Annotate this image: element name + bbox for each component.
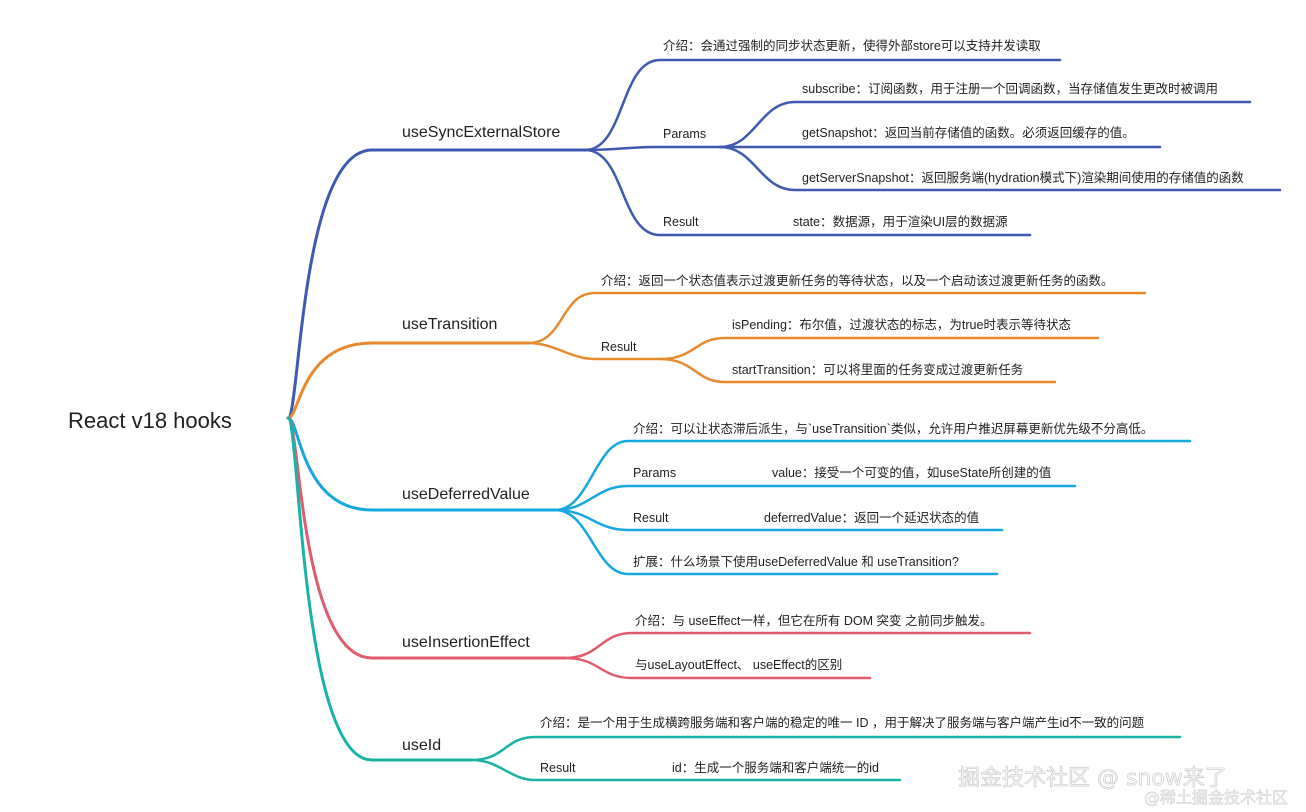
connector-sync-intro [583,58,1062,152]
connector-id-result [470,758,902,782]
deferred-param-value: value：接受一个可变的值，如useState所创建的值 [772,465,1051,480]
sync-result-state: state：数据源，用于渲染UI层的数据源 [793,214,1008,229]
sync-param-getServerSnapshot: getServerSnapshot：返回服务端(hydration模式下)渲染期… [802,170,1244,185]
root-node: React v18 hooks [68,408,232,433]
connector-transition-result [526,341,662,361]
transition-intro: 介绍：返回一个状态值表示过渡更新任务的等待状态，以及一个启动该过渡更新任务的函数… [601,273,1114,288]
id-result-value: id：生成一个服务端和客户端统一的id [672,760,879,775]
connector-result-startTransition [658,357,1057,384]
connector-deferred-extra [553,508,999,576]
sync-result-label: Result [663,215,699,229]
branch-useSyncExternalStore: useSyncExternalStore [402,124,560,141]
connector-deferred-params [553,484,1077,512]
connector-useInsertionEffect [286,416,567,660]
transition-result-isPending: isPending：布尔值，过渡状态的标志，为true时表示等待状态 [732,317,1071,332]
insertion-note: 与useLayoutEffect、 useEffect的区别 [635,657,842,672]
deferred-extra: 扩展：什么场景下使用useDeferredValue 和 useTransiti… [633,554,959,569]
watermark-shadow: @稀土掘金技术社区 [1144,788,1288,807]
connector-id-intro [470,735,1182,762]
transition-result-label: Result [601,340,637,354]
connector-sync-params [583,145,722,152]
transition-result-startTransition: startTransition：可以将里面的任务变成过渡更新任务 [732,362,1023,377]
insertion-intro: 介绍：与 useEffect一样，但它在所有 DOM 突变 之前同步触发。 [635,613,992,628]
connector-params-getServerSnapshot [718,145,1282,192]
connector-result-isPending [658,336,1100,361]
connector-deferred-result [553,508,1004,532]
connector-transition-intro [526,291,1147,345]
sync-param-subscribe: subscribe：订阅函数，用于注册一个回调函数，当存储值发生更改时被调用 [802,81,1218,96]
deferred-params-label: Params [633,466,676,480]
connector-insertion-intro [563,631,1032,660]
sync-param-getSnapshot: getSnapshot：返回当前存储值的函数。必须返回缓存的值。 [802,125,1135,140]
id-intro: 介绍：是一个用于生成横跨服务端和客户端的稳定的唯一 ID ，用于解决了服务端与客… [540,715,1145,730]
id-result-label: Result [540,761,576,775]
connector-useDeferredValue [286,416,557,512]
deferred-intro: 介绍：可以让状态滞后派生，与`useTransition`类似，允许用户推迟屏幕… [633,421,1153,436]
connector-sync-result [583,148,1032,237]
sync-intro: 介绍：会通过强制的同步状态更新，使得外部store可以支持并发读取 [663,38,1041,53]
branch-useId: useId [402,737,441,754]
connector-deferred-intro [553,439,1192,512]
connector-insertion-note [563,656,872,680]
branch-useInsertionEffect: useInsertionEffect [402,634,530,651]
deferred-result-label: Result [633,511,669,525]
connector-useId [286,416,474,762]
sync-params-label: Params [663,127,706,141]
connector-params-subscribe [718,100,1252,149]
branch-useDeferredValue: useDeferredValue [402,486,530,503]
branch-useTransition: useTransition [402,316,497,333]
connector-useTransition [286,341,530,420]
watermark-main: 掘金技术社区 @ snow来了 [958,766,1227,791]
connector-useSyncExternalStore [286,148,587,420]
deferred-result-deferredValue: deferredValue：返回一个延迟状态的值 [764,510,979,525]
